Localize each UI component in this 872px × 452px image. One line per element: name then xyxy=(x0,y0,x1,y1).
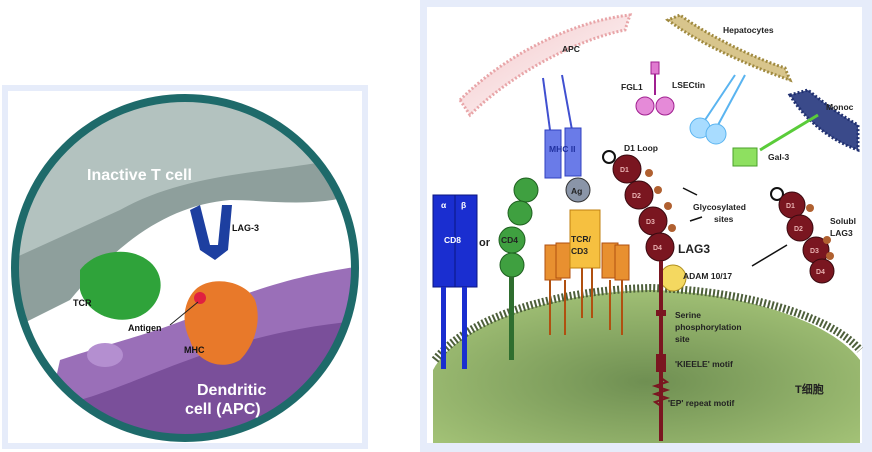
t-cell-membrane xyxy=(431,283,864,363)
soluble-domain-d2: D2 xyxy=(794,226,803,233)
label-monocyte: Monoc xyxy=(826,102,854,112)
label-lag3: LAG-3 xyxy=(232,223,259,233)
label-lag3: LAG3 xyxy=(678,242,710,256)
tcr-cd3 xyxy=(544,209,630,335)
soluble-domain-d1: D1 xyxy=(786,203,795,210)
label-tcr: TCR xyxy=(73,298,92,308)
antigen xyxy=(194,292,206,304)
label-kieele: 'KIEELE' motif xyxy=(675,359,733,369)
left-panel: Inactive T cell LAG-3 TCR Antigen MHC De… xyxy=(2,85,368,449)
antigen-ag xyxy=(565,177,591,203)
label-tcr: TCR/ xyxy=(571,234,591,244)
label-site: site xyxy=(675,334,690,344)
circle-ring xyxy=(11,94,359,442)
domain-d1: D1 xyxy=(620,167,629,174)
lag3-molecule xyxy=(596,150,687,441)
lsectin xyxy=(689,74,746,145)
label-cd4: CD4 xyxy=(501,235,518,245)
t-cell-body xyxy=(433,290,860,443)
mhc-ii xyxy=(542,74,591,203)
label-dendritic-apc: cell (APC) xyxy=(185,401,261,418)
label-phosphorylation: phosphorylation xyxy=(675,322,742,332)
label-ag: Ag xyxy=(571,186,582,196)
right-panel: APC Hepatocytes FGL1 LSECtin Monoc MHC I… xyxy=(420,0,872,452)
label-ep-repeat: 'EP' repeat motif xyxy=(668,398,735,408)
cd4 xyxy=(498,177,539,360)
d1-loop xyxy=(602,150,616,164)
soluble-domain-d3: D3 xyxy=(810,248,819,255)
label-antigen: Antigen xyxy=(128,323,162,333)
monocyte-membrane xyxy=(787,88,860,153)
domain-d3: D3 xyxy=(646,219,655,226)
label-or: or xyxy=(479,237,491,249)
label-apc: APC xyxy=(562,44,580,54)
label-glycosylated: Glycosylated xyxy=(693,202,746,212)
label-dendritic: Dendritic xyxy=(197,382,266,399)
adam-enzyme xyxy=(659,264,687,292)
label-d1-loop: D1 Loop xyxy=(624,143,658,153)
label-cd8: CD8 xyxy=(444,235,461,245)
label-gal3: Gal-3 xyxy=(768,152,790,162)
label-inactive-t-cell: Inactive T cell xyxy=(87,167,192,184)
label-soluble-lag3: LAG3 xyxy=(830,228,853,238)
lag3-molecule xyxy=(190,205,232,260)
cd8 xyxy=(432,194,478,369)
label-mhc: MHC xyxy=(184,345,205,355)
label-lsectin: LSECtin xyxy=(672,80,705,90)
label-sites: sites xyxy=(714,214,734,224)
label-alpha: α xyxy=(441,200,447,210)
label-mhc-ii: MHC II xyxy=(549,144,575,154)
hepatocytes-membrane xyxy=(665,13,793,83)
label-adam: ADAM 10/17 xyxy=(683,271,732,281)
label-hepatocytes: Hepatocytes xyxy=(723,25,774,35)
label-serine: Serine xyxy=(675,310,701,320)
apc-membrane xyxy=(458,13,633,118)
tcr-molecule xyxy=(80,251,161,320)
fgl1 xyxy=(635,61,675,116)
label-fgl1: FGL1 xyxy=(621,82,643,92)
domain-d4: D4 xyxy=(653,245,662,252)
label-soluble: Solubl xyxy=(830,216,856,226)
label-beta: β xyxy=(461,200,466,210)
label-cd3: CD3 xyxy=(571,246,588,256)
domain-d2: D2 xyxy=(632,193,641,200)
label-t-cell: T细胞 xyxy=(795,382,824,396)
soluble-lag3 xyxy=(770,187,835,284)
soluble-domain-d4: D4 xyxy=(816,269,825,276)
arrows xyxy=(682,187,788,267)
gal3 xyxy=(732,113,819,167)
